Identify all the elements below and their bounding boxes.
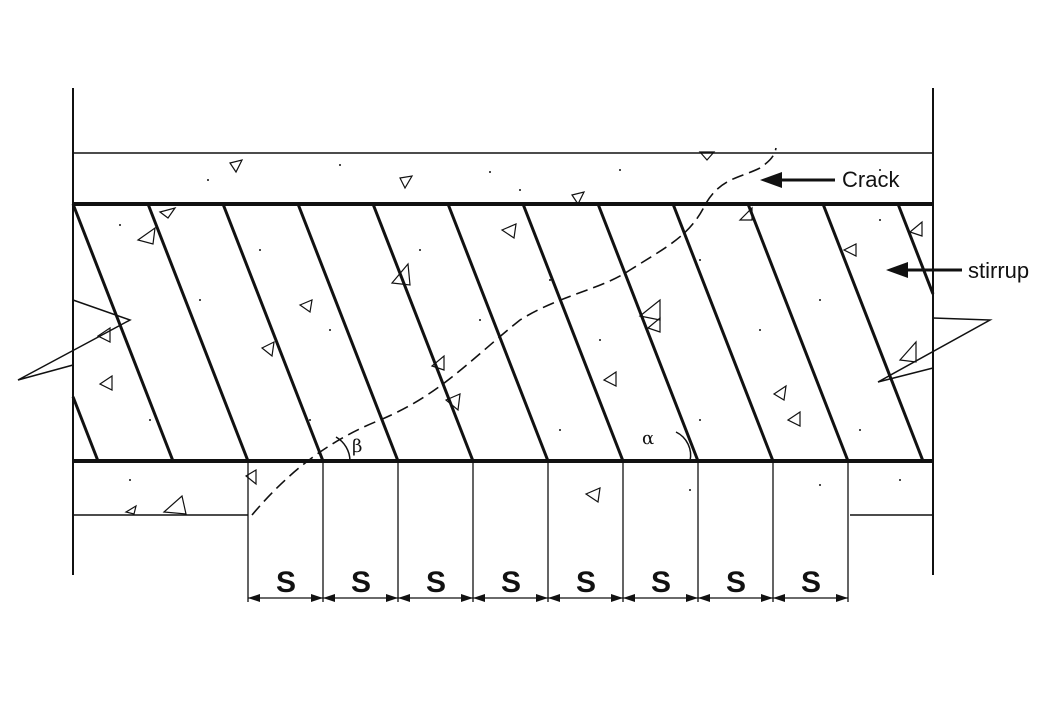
dimension-arrow-head bbox=[473, 594, 485, 602]
spacing-label-5: S bbox=[576, 566, 596, 599]
spacing-label-2: S bbox=[351, 566, 371, 599]
stirrup-label: stirrup bbox=[968, 258, 1029, 283]
stirrup-line bbox=[296, 203, 400, 462]
dimension-arrow-head bbox=[536, 594, 548, 602]
dimension-arrow-head bbox=[623, 594, 635, 602]
left-break-symbol bbox=[17, 299, 132, 381]
spacing-dimension-group bbox=[248, 594, 848, 602]
stirrup-line bbox=[71, 203, 175, 462]
dimension-arrow-head bbox=[398, 594, 410, 602]
crack-arrow-head bbox=[760, 172, 782, 188]
stirrups-group bbox=[71, 203, 935, 462]
dimension-arrow-head bbox=[686, 594, 698, 602]
aggregate-dots bbox=[119, 164, 901, 491]
dimension-arrow-head bbox=[698, 594, 710, 602]
stirrup-line bbox=[896, 203, 935, 295]
beta-label: β bbox=[352, 436, 362, 457]
dimension-arrow-head bbox=[311, 594, 323, 602]
alpha-label: α bbox=[642, 428, 654, 449]
dimension-arrow-head bbox=[323, 594, 335, 602]
stirrup-arrow-head bbox=[886, 262, 908, 278]
spacing-label-7: S bbox=[726, 566, 746, 599]
spacing-label-6: S bbox=[651, 566, 671, 599]
crack-path bbox=[251, 147, 777, 516]
stirrup-line bbox=[371, 203, 475, 462]
dimension-arrow-head bbox=[611, 594, 623, 602]
stirrup-line bbox=[221, 203, 325, 462]
aggregate-marks bbox=[96, 151, 923, 515]
dimension-arrow-head bbox=[761, 594, 773, 602]
spacing-label-1: S bbox=[276, 566, 296, 599]
stirrup-line bbox=[446, 203, 550, 462]
beta-angle-arc bbox=[335, 436, 351, 462]
right-break-symbol bbox=[877, 317, 993, 383]
spacing-label-8: S bbox=[801, 566, 821, 599]
crack-label: Crack bbox=[842, 167, 900, 192]
dimension-arrow-head bbox=[248, 594, 260, 602]
stirrup-line bbox=[746, 203, 850, 462]
dimension-arrow-head bbox=[386, 594, 398, 602]
stirrup-line bbox=[521, 203, 625, 462]
stirrup-line bbox=[821, 203, 925, 462]
dimension-arrow-head bbox=[773, 594, 785, 602]
dimension-arrow-head bbox=[836, 594, 848, 602]
stirrup-line bbox=[146, 203, 250, 462]
spacing-label-3: S bbox=[426, 566, 446, 599]
stirrup-line bbox=[596, 203, 700, 462]
dimension-arrow-head bbox=[461, 594, 473, 602]
stirrup-line bbox=[671, 203, 775, 462]
dimension-arrow-head bbox=[548, 594, 560, 602]
stirrup-line bbox=[71, 396, 100, 462]
spacing-ticks-group bbox=[247, 461, 849, 602]
spacing-label-4: S bbox=[501, 566, 521, 599]
alpha-angle-arc bbox=[675, 431, 692, 462]
